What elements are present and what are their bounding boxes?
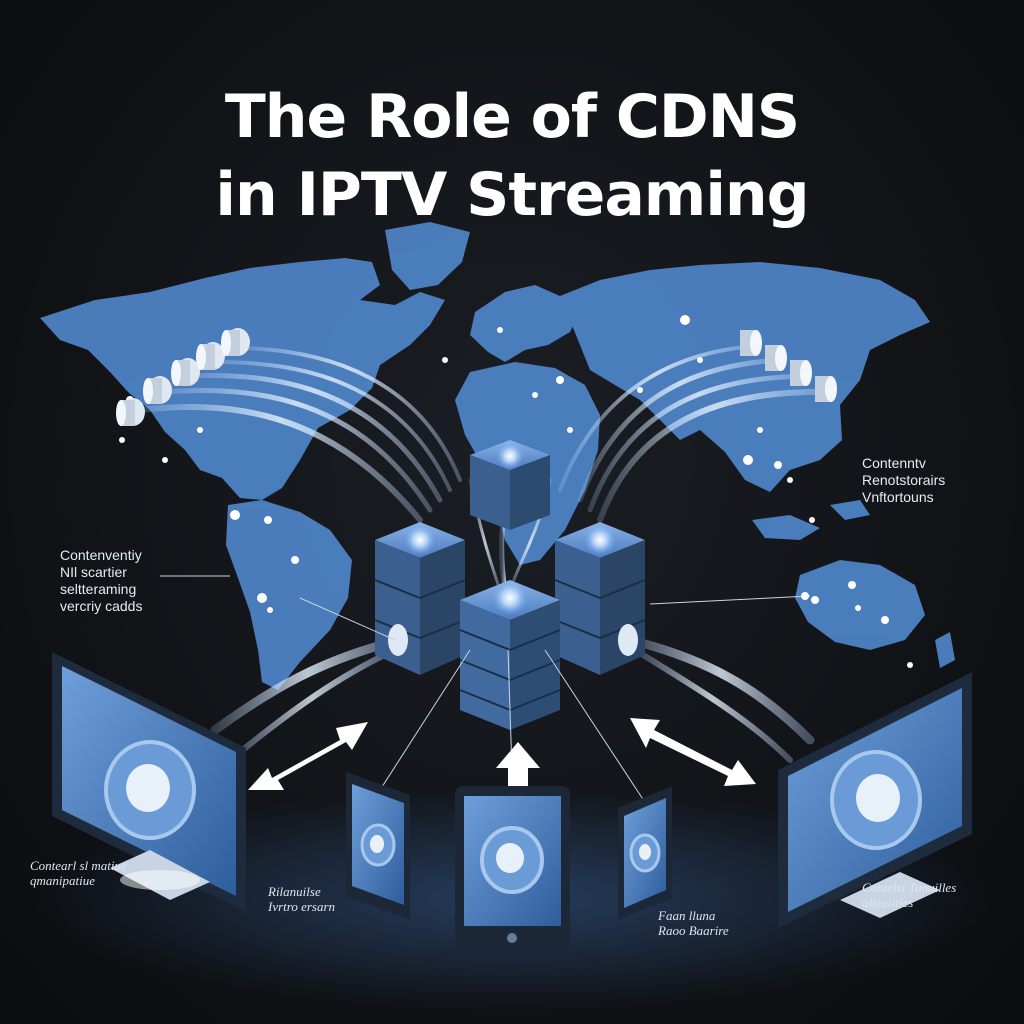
right-annotation: Contenntv Renotstorairs Vnftortouns: [862, 455, 945, 506]
annotation-line: Vnftortouns: [862, 489, 934, 505]
left-edge-nodes: [116, 328, 250, 426]
label-line: Raoo Baarire: [658, 923, 729, 938]
cdn-server-cluster: [374, 440, 646, 730]
edge-node-icon: [221, 328, 250, 356]
edge-node-icon: [815, 376, 837, 402]
continent-asia: [560, 262, 930, 492]
page-title: The Role of CDNS: [224, 82, 800, 152]
annotation-line: seltteraming: [60, 581, 137, 597]
continent-new-zealand: [935, 632, 955, 668]
edge-node-icon: [765, 345, 787, 371]
label-line: alleaiitles: [862, 895, 914, 910]
edge-node-icon: [196, 342, 225, 370]
server-stack-icon: [459, 580, 561, 730]
right-edge-nodes: [740, 330, 837, 402]
label-line: Contelst Tunuilles: [862, 880, 957, 895]
server-stack-icon: [374, 522, 466, 675]
continent-islands: [752, 500, 870, 540]
left-monitor-label: Contearl sl matiue qmanipatiue: [30, 858, 127, 888]
edge-node-icon: [740, 330, 762, 356]
label-line: Ivrtro ersarn: [268, 899, 336, 914]
annotation-line: Contenventiy: [60, 547, 142, 563]
edge-node-icon: [790, 360, 812, 386]
annotation-line: Contenntv: [862, 455, 926, 471]
tablet-icon: [455, 786, 570, 951]
port-icon: [388, 624, 408, 656]
right-tablet-label: Faan lluna Raoo Baarire: [658, 908, 729, 938]
label-line: Faan lluna: [658, 908, 716, 923]
edge-node-icon: [116, 398, 145, 426]
edge-node-icon: [143, 376, 172, 404]
left-tablet-label: Rilanuilse Ivrtro ersarn: [268, 884, 335, 914]
desktop-monitor-icon: [52, 652, 246, 912]
right-monitor-label: Contelst Tunuilles alleaiitles: [862, 880, 956, 910]
server-stack-icon: [554, 522, 646, 675]
tablet-icon: [346, 772, 410, 920]
continent-australia: [795, 560, 925, 650]
edge-node-icon: [171, 358, 200, 386]
leader-dot: [801, 592, 809, 600]
annotation-line: Renotstorairs: [862, 472, 946, 488]
world-map: [40, 222, 955, 690]
label-line: qmanipatiue: [30, 873, 95, 888]
home-button: [507, 933, 517, 943]
label-line: Contearl sl matiue: [30, 858, 127, 873]
continent-south-america: [226, 500, 352, 690]
continent-greenland: [385, 222, 470, 290]
annotation-line: vercriy cadds: [60, 598, 143, 614]
desktop-monitor-icon: [778, 672, 972, 928]
up-arrow-icon: [496, 742, 540, 786]
server-stack-icon: [470, 440, 550, 530]
port-icon: [618, 624, 638, 656]
fiber-links: [137, 344, 833, 763]
tablet-icon: [618, 786, 672, 920]
bidirectional-arrow-icon: [248, 722, 368, 790]
bidirectional-arrow-icon: [630, 718, 756, 786]
continent-europe: [470, 285, 580, 362]
label-line: Rilanuilse: [268, 884, 321, 899]
left-annotation: Contenventiy NIl scartier seltteraming v…: [60, 547, 142, 615]
page-subtitle: in IPTV Streaming: [215, 160, 809, 230]
annotation-line: NIl scartier: [60, 564, 127, 580]
